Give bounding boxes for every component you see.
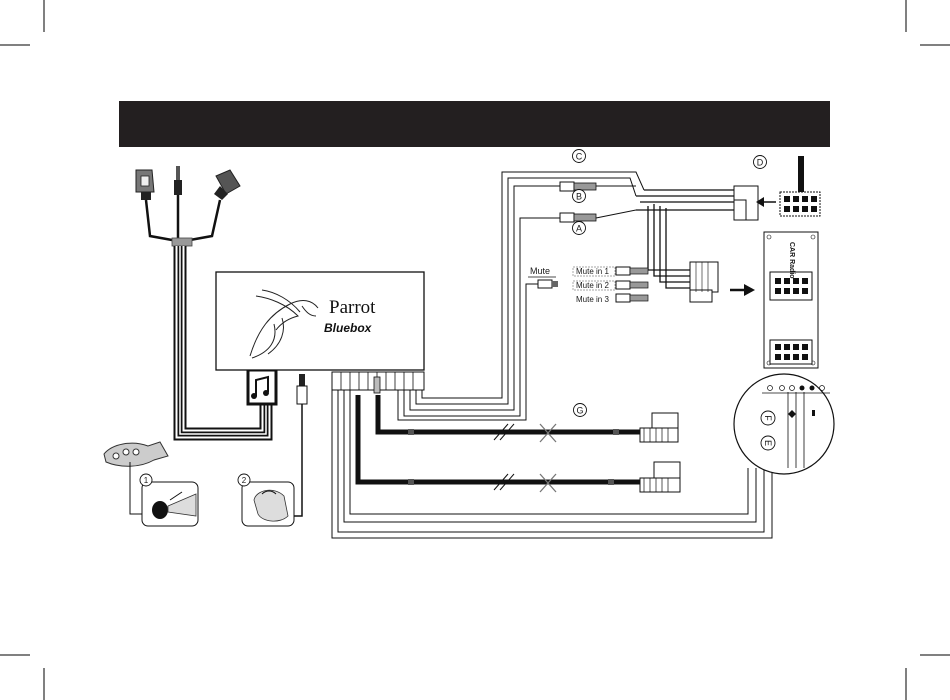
marker-d: D [754, 156, 767, 169]
header-bar [119, 101, 830, 147]
mute-in-labels: Mute in 1 Mute in 2 Mute in 3 [573, 267, 615, 304]
step-1-illustration: 1 [140, 474, 198, 526]
svg-text:Mute in 2: Mute in 2 [576, 281, 609, 290]
input-cables [146, 195, 220, 240]
antenna-plug-a [560, 210, 636, 222]
antenna-plug-b [560, 182, 636, 191]
mute-plug [538, 280, 558, 288]
marker-g: G [574, 404, 587, 417]
svg-text:G: G [576, 406, 583, 416]
svg-text:2: 2 [242, 476, 247, 485]
brand-name: Parrot [329, 297, 376, 318]
arrow-left-icon [756, 197, 776, 207]
iso-connector-upper [640, 413, 678, 442]
main-harness-connector [332, 372, 424, 393]
ipod-connector-icon [214, 170, 240, 200]
step-2-illustration: 2 [238, 474, 294, 526]
bluebox-unit [216, 272, 424, 370]
arrow-right-icon [730, 284, 755, 296]
svg-text:Mute in 1: Mute in 1 [576, 267, 609, 276]
speaker-wires [356, 395, 640, 485]
music-note-icon [248, 370, 276, 404]
svg-text:B: B [576, 192, 582, 202]
svg-text:Mute in 3: Mute in 3 [576, 295, 609, 304]
marker-c: C [573, 150, 586, 163]
marker-f: F [761, 411, 775, 425]
adapter-wires [636, 190, 734, 288]
remote-cable [130, 462, 142, 514]
usb-icon [136, 170, 154, 200]
svg-text:C: C [576, 152, 583, 162]
mute-in-plugs [616, 267, 648, 302]
marker-b: B [573, 190, 586, 203]
svg-text:F: F [763, 415, 773, 421]
jack-icon [174, 166, 182, 195]
antenna-socket-d [780, 156, 820, 216]
iso-connector-lower [640, 462, 680, 492]
svg-text:1: 1 [144, 476, 149, 485]
marker-e: E [761, 436, 775, 450]
mute-label: Mute [530, 266, 550, 276]
model-name: Bluebox [324, 321, 373, 335]
radio-harness-plug [690, 262, 718, 302]
car-radio-label: CAR Radio [788, 242, 795, 279]
zoom-circle [734, 374, 834, 474]
svg-text:E: E [763, 440, 773, 446]
remote-control-icon [104, 442, 168, 466]
radio-adapter-block [734, 186, 758, 220]
marker-a: A [573, 222, 586, 235]
svg-text:D: D [757, 158, 764, 168]
svg-text:A: A [576, 224, 582, 234]
